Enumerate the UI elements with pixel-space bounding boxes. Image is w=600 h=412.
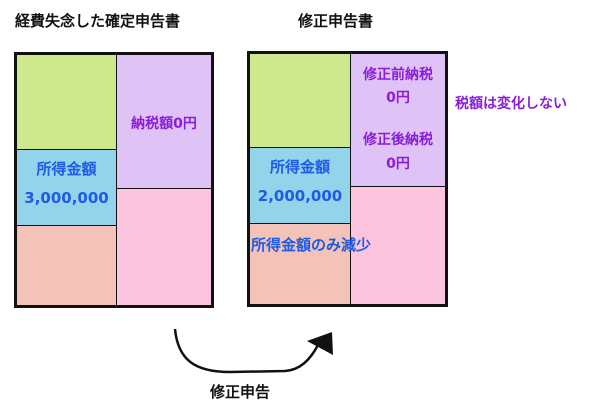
tax-label: 納税額0円 — [131, 116, 197, 132]
other-block — [116, 188, 212, 306]
income-label: 所得金額 — [269, 158, 330, 176]
before-tax-value: 0円 — [386, 90, 410, 106]
arrow-label: 修正申告 — [210, 383, 271, 401]
expense-block — [16, 54, 117, 150]
tax-block: 修正前納税 0円 修正後納税 0円 — [350, 53, 446, 187]
income-label: 所得金額 — [36, 160, 97, 178]
income-note: 所得金額のみ減少 — [251, 236, 372, 254]
left-title: 経費失念した確定申告書 — [15, 12, 181, 30]
right-title: 修正申告書 — [298, 12, 374, 30]
original-return-diagram: 所得金額 3,000,000 納税額0円 — [14, 52, 214, 308]
tax-note: 税額は変化しない — [455, 96, 567, 112]
amended-return-diagram: 所得金額 2,000,000 修正前納税 0円 修正後納税 0円 — [247, 51, 448, 307]
after-tax-label: 修正後納税 — [363, 132, 433, 148]
after-tax-value: 0円 — [386, 156, 410, 172]
before-tax-label: 修正前納税 — [363, 67, 433, 83]
deduction-block — [249, 223, 351, 305]
income-value: 2,000,000 — [257, 187, 343, 205]
tax-block: 納税額0円 — [116, 54, 212, 189]
income-value: 3,000,000 — [24, 189, 109, 207]
other-block — [350, 186, 446, 305]
